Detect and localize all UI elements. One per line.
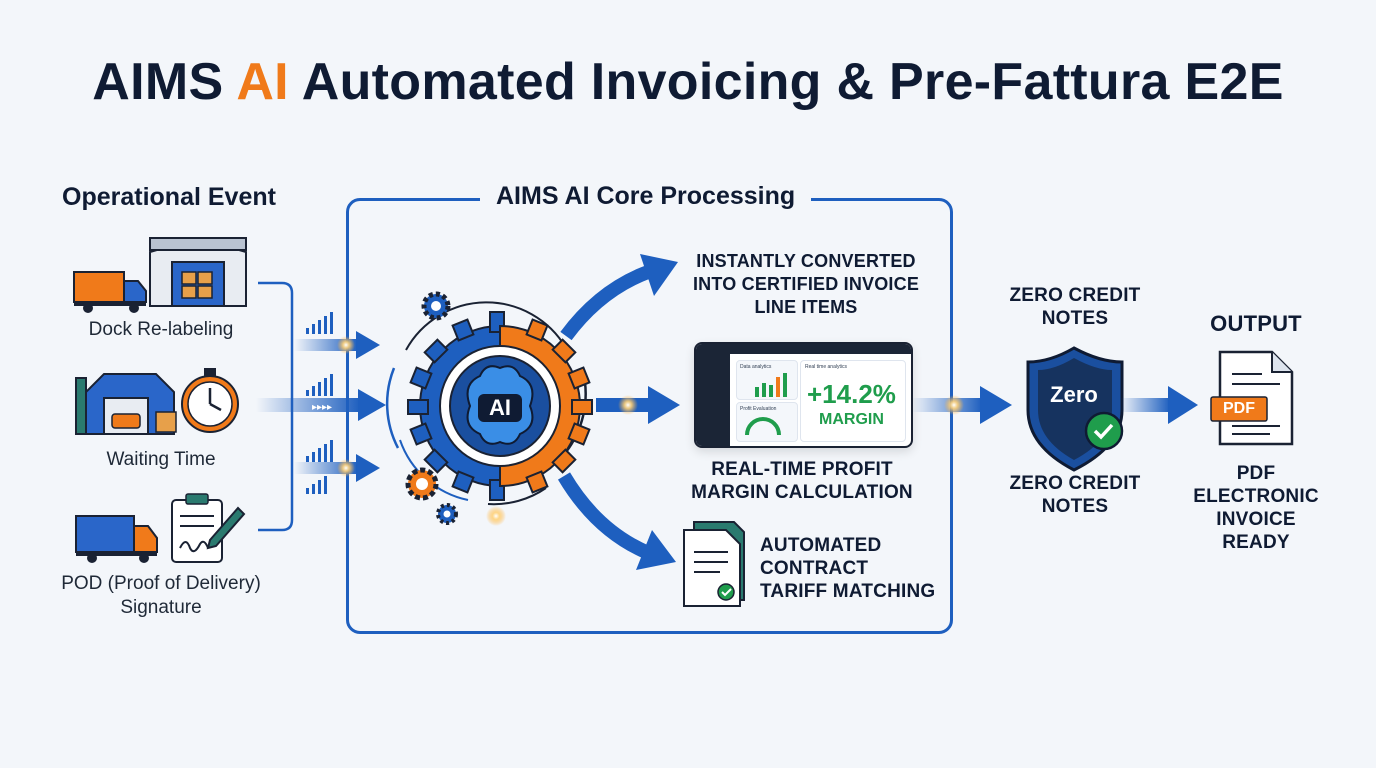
glow-dot <box>337 459 355 477</box>
small-gear-icon <box>405 467 439 501</box>
pdf-tag: PDF <box>1223 400 1255 417</box>
contract-document-icon <box>683 521 745 607</box>
dashboard-card-title: Profit Evaluation <box>740 406 777 412</box>
operational-event-heading: Operational Event <box>62 183 276 211</box>
mini-gauge <box>745 417 781 436</box>
title-prefix: AIMS <box>92 53 224 111</box>
truck-icon <box>73 271 147 313</box>
margin-kpi-label: MARGIN <box>819 411 884 428</box>
factory-icon <box>75 373 177 435</box>
dashboard-card-title: Real time analytics <box>805 364 847 370</box>
arrow-to-output <box>1120 386 1198 424</box>
core-processing-heading: AIMS AI Core Processing <box>480 182 812 211</box>
check-badge-icon <box>1084 411 1124 451</box>
svg-text:▸▸▸▸: ▸▸▸▸ <box>312 402 332 413</box>
stopwatch-icon <box>181 368 239 433</box>
input-arrow: ▸▸▸▸ <box>256 389 386 421</box>
profit-dashboard: Data analytics Profit Evaluation Real ti… <box>694 342 913 448</box>
credit-label-top: ZERO CREDIT NOTES <box>1009 285 1141 329</box>
dashboard-card-title: Data analytics <box>740 364 772 370</box>
margin-kpi-value: +14.2% <box>807 379 896 409</box>
truck-icon <box>75 515 158 563</box>
output-heading: OUTPUT <box>1210 311 1302 336</box>
output-arrow-bottom <box>557 472 676 570</box>
dashboard-sidebar <box>696 344 730 446</box>
dashboard-topbar <box>730 344 911 354</box>
page-title: AIMS AI Automated Invoicing & Pre-Fattur… <box>0 52 1376 112</box>
arrow-to-credit-check <box>912 386 1012 424</box>
mini-bar-chart <box>755 373 787 397</box>
ai-badge: AI <box>489 395 511 420</box>
small-gear-icon <box>436 503 458 525</box>
event-label-pod-signature: POD (Proof of Delivery) Signature <box>61 573 261 618</box>
event-label-dock-relabeling: Dock Re-labeling <box>88 319 234 340</box>
glow-dot <box>337 336 355 354</box>
caption-certified-invoice: INSTANTLY CONVERTED INTO CERTIFIED INVOI… <box>692 251 920 317</box>
dashboard-card-profit: Profit Evaluation <box>736 402 798 442</box>
shield-icon <box>1026 346 1124 472</box>
output-arrow-middle <box>596 386 680 424</box>
pdf-document-icon <box>1210 350 1294 446</box>
output-arrow-top <box>560 254 678 341</box>
clipboard-signature-icon <box>171 493 246 563</box>
title-suffix: Automated Invoicing & Pre-Fattura E2E <box>301 53 1284 111</box>
title-accent: AI <box>236 53 289 111</box>
caption-tariff-matching: AUTOMATED CONTRACT TARIFF MATCHING <box>760 535 936 602</box>
signal-bars <box>306 312 333 494</box>
output-label: PDF ELECTRONIC INVOICE READY <box>1193 463 1319 553</box>
glow-dot <box>486 506 506 526</box>
zero-badge-text: Zero <box>1050 382 1098 407</box>
caption-profit-margin: REAL-TIME PROFIT MARGIN CALCULATION <box>691 459 913 503</box>
warehouse-icon <box>149 236 247 307</box>
dashboard-card-margin: Real time analytics +14.2% MARGIN <box>800 360 906 442</box>
ai-gear-icon <box>385 301 593 506</box>
credit-label-bottom: ZERO CREDIT NOTES <box>1009 473 1141 517</box>
small-gear-icon <box>421 291 451 321</box>
dashboard-card-analytics: Data analytics <box>736 360 798 400</box>
event-label-waiting-time: Waiting Time <box>106 449 216 470</box>
